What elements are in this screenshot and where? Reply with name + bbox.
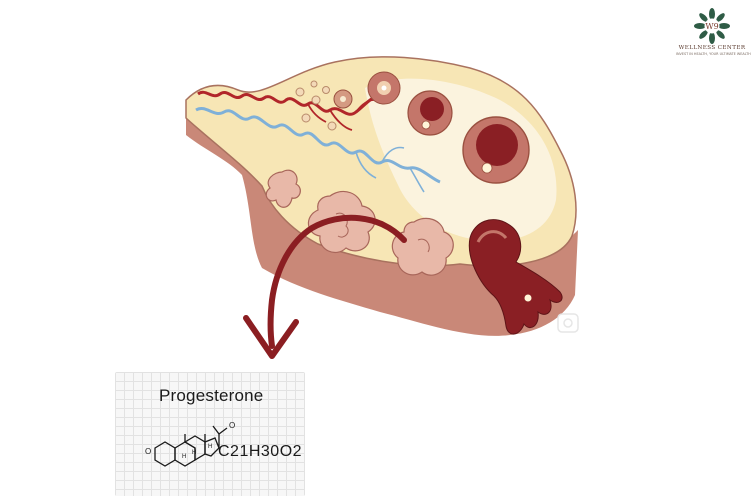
camera-icon xyxy=(557,313,579,333)
oxygen-label-2: O xyxy=(229,421,235,430)
hydrogen-label-3: H xyxy=(208,444,212,450)
arrow-icon xyxy=(267,214,407,349)
oxygen-label: O xyxy=(145,447,151,456)
logo-emblem-icon: W9 xyxy=(694,8,730,44)
primordial-follicles xyxy=(295,80,337,131)
artery-branch xyxy=(307,99,375,131)
growing-follicles xyxy=(333,71,401,109)
brand-name: WELLNESS CENTER xyxy=(678,45,746,51)
molecule-structure-icon: O O H H H xyxy=(145,421,235,467)
vein-icon xyxy=(195,107,441,184)
progesterone-card: Progesterone O O H H H C21H30O2 xyxy=(115,372,305,496)
hydrogen-label-2: H xyxy=(192,450,196,456)
artery-icon xyxy=(197,90,379,116)
follicle-icon xyxy=(407,90,453,136)
vein-branch xyxy=(355,146,425,193)
logo-monogram: W9 xyxy=(705,22,718,31)
card-title: Progesterone xyxy=(159,386,264,405)
chemical-formula: C21H30O2 xyxy=(218,443,303,460)
antral-follicle xyxy=(462,116,530,184)
hydrogen-label: H xyxy=(182,454,186,460)
brand-logo: W9 WELLNESS CENTER INVEST IN HEALTH, YOU… xyxy=(676,8,751,66)
corpus-luteum-detail xyxy=(335,212,430,253)
brand-tagline: INVEST IN HEALTH, YOUR ULTIMATE WEALTH xyxy=(676,52,751,56)
ruptured-follicle-icon xyxy=(468,219,563,335)
arrow-head xyxy=(243,315,299,359)
corpus-luteum-icon xyxy=(265,169,454,276)
